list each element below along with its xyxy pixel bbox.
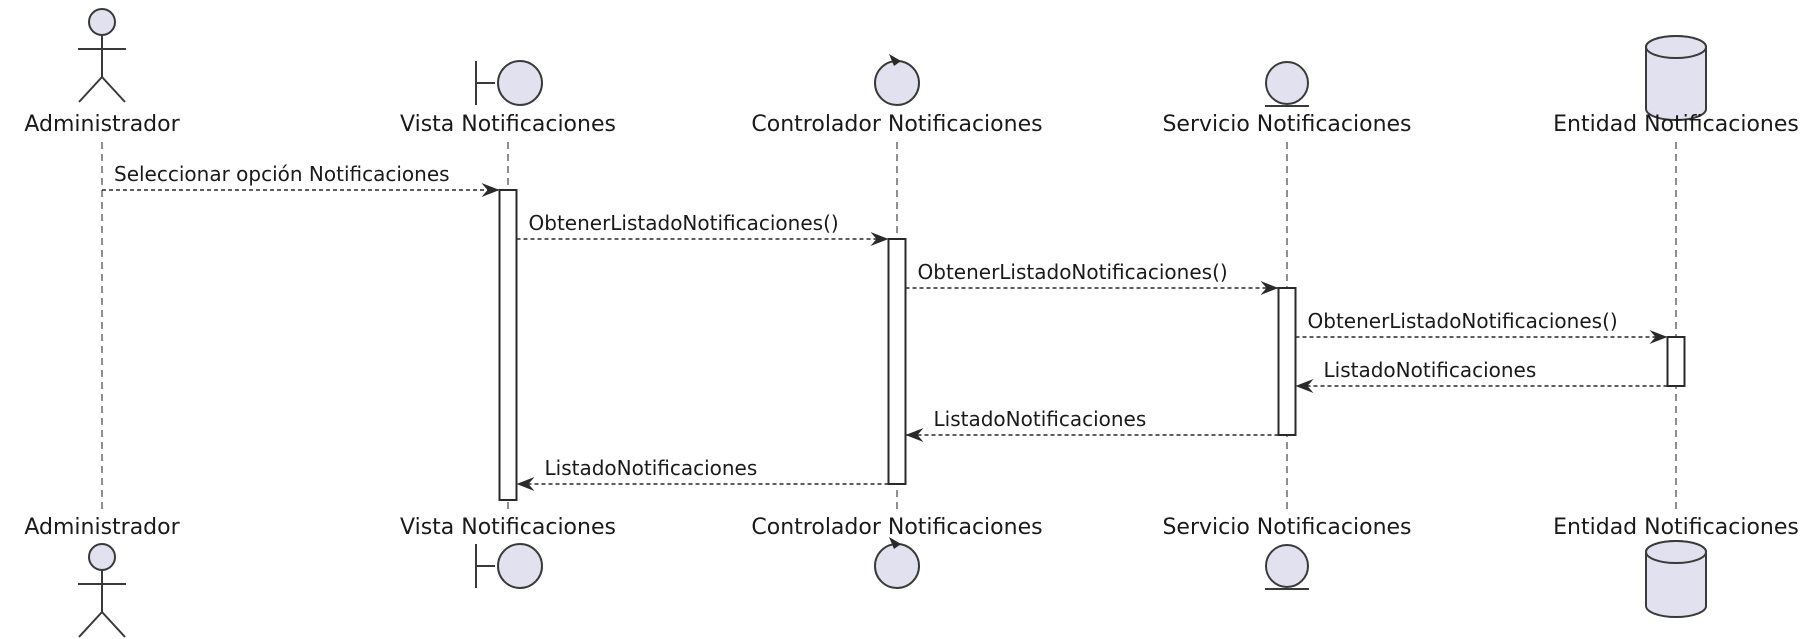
- participant-label: Servicio Notificaciones: [1162, 112, 1411, 137]
- arrowhead-icon: [1260, 281, 1279, 295]
- participant-label: Controlador Notificaciones: [751, 112, 1042, 137]
- participant-label: Administrador: [24, 112, 180, 137]
- boundary-icon: [475, 60, 543, 106]
- participant-vista-top: Vista Notificaciones: [400, 60, 616, 137]
- participant-label: Administrador: [24, 515, 180, 540]
- participant-ctrl-bottom: Controlador Notificaciones: [751, 515, 1043, 589]
- message-2: ObtenerListadoNotificaciones(): [516, 211, 889, 246]
- participant-admin-top: Administrador: [24, 8, 181, 137]
- message-label: ListadoNotificaciones: [934, 407, 1147, 431]
- activation-bar-vista: [498, 189, 518, 501]
- message-label: ObtenerListadoNotificaciones(): [1308, 309, 1618, 333]
- arrowhead-icon: [481, 183, 500, 197]
- participant-label: Vista Notificaciones: [400, 112, 616, 137]
- activation-bar-ent: [1666, 336, 1686, 387]
- message-3: ObtenerListadoNotificaciones(): [905, 260, 1279, 295]
- message-1: Seleccionar opción Notificaciones: [102, 162, 500, 197]
- activation-bar-ctrl: [887, 238, 907, 485]
- arrowhead-icon: [1295, 379, 1314, 393]
- participant-label: Controlador Notificaciones: [751, 515, 1042, 540]
- message-7: ListadoNotificaciones: [516, 456, 889, 491]
- participant-label: Vista Notificaciones: [400, 515, 616, 540]
- entity-icon: [1265, 544, 1309, 590]
- database-icon: [1645, 540, 1707, 618]
- control-icon: [874, 54, 920, 106]
- participant-serv-bottom: Servicio Notificaciones: [1162, 515, 1412, 590]
- message-6: ListadoNotificaciones: [905, 407, 1279, 442]
- boundary-icon: [475, 543, 543, 589]
- entity-icon: [1265, 61, 1309, 107]
- participant-label: Servicio Notificaciones: [1162, 515, 1411, 540]
- participant-admin-bottom: Administrador: [24, 515, 181, 638]
- participant-serv-top: Servicio Notificaciones: [1162, 61, 1412, 137]
- arrowhead-icon: [516, 477, 535, 491]
- activation-bar-serv: [1277, 287, 1297, 436]
- actor-icon: [78, 8, 126, 103]
- participant-ctrl-top: Controlador Notificaciones: [751, 54, 1043, 137]
- message-5: ListadoNotificaciones: [1295, 358, 1668, 393]
- participant-vista-bottom: Vista Notificaciones: [400, 515, 616, 589]
- participant-ent-top: Entidad Notificaciones: [1553, 35, 1799, 137]
- arrowhead-icon: [905, 428, 924, 442]
- message-label: Seleccionar opción Notificaciones: [114, 162, 450, 186]
- arrowhead-icon: [870, 232, 889, 246]
- message-label: ObtenerListadoNotificaciones(): [918, 260, 1228, 284]
- participant-label: Entidad Notificaciones: [1553, 112, 1799, 137]
- message-label: ObtenerListadoNotificaciones(): [529, 211, 839, 235]
- arrowhead-icon: [1649, 330, 1668, 344]
- message-label: ListadoNotificaciones: [545, 456, 758, 480]
- message-4: ObtenerListadoNotificaciones(): [1295, 309, 1668, 344]
- actor-icon: [78, 543, 126, 638]
- participant-label: Entidad Notificaciones: [1553, 515, 1799, 540]
- control-icon: [874, 537, 920, 589]
- message-label: ListadoNotificaciones: [1324, 358, 1537, 382]
- participant-ent-bottom: Entidad Notificaciones: [1553, 515, 1799, 618]
- database-icon: [1645, 35, 1707, 121]
